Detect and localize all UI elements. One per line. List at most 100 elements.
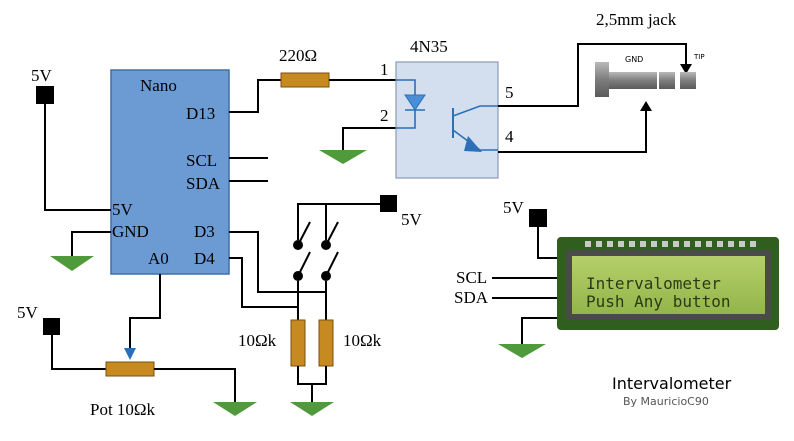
gnd-arrow — [640, 101, 652, 111]
opto-name: 4N35 — [410, 37, 448, 56]
lcd-pin — [585, 241, 591, 247]
lcd-pin — [673, 241, 679, 247]
lcd-scl-label: SCL — [456, 268, 487, 287]
jack-collar — [595, 62, 609, 97]
optocoupler-4n35: 4N35 1 2 5 4 — [380, 37, 514, 179]
resistor-10k-left-label: 10Ωk — [238, 331, 277, 350]
resistor-10k-right-body — [318, 319, 334, 367]
nano-pin-sda: SDA — [186, 174, 221, 193]
wire-5v-lcd — [537, 227, 560, 259]
nano-pin-d13: D13 — [186, 104, 215, 123]
wire-opto-pin5-tip — [498, 43, 687, 107]
power-5v-buttons-label: 5V — [401, 210, 423, 229]
wire-gnd-nano — [71, 231, 111, 256]
wire-d4 — [229, 257, 298, 308]
power-5v-pot-label: 5V — [17, 303, 39, 322]
jack-title: 2,5mm jack — [596, 10, 677, 29]
jack-tip — [680, 72, 696, 89]
jack-sleeve — [609, 72, 657, 89]
nano-pin-d3: D3 — [194, 222, 215, 241]
jack-tip-label: TIP — [693, 53, 705, 61]
lcd-pin — [750, 241, 756, 247]
credit-author: By MauricioC90 — [623, 395, 709, 408]
lcd-pin — [640, 241, 646, 247]
lcd-pin — [651, 241, 657, 247]
wire-d3 — [229, 231, 326, 293]
ground-symbol-nano — [50, 256, 94, 271]
opto-led-diode — [404, 94, 426, 111]
tip-arrow — [680, 64, 692, 74]
wire-5v-nano — [44, 104, 111, 211]
power-5v-buttons-terminal — [380, 195, 397, 212]
ground-symbol-opto — [319, 150, 367, 164]
lcd-pin — [662, 241, 668, 247]
lcd-pin — [706, 241, 712, 247]
lcd-pin — [618, 241, 624, 247]
wire-pot-gnd — [154, 368, 236, 402]
lcd-pin — [607, 241, 613, 247]
resistor-10k-right-label: 10Ωk — [343, 331, 382, 350]
opto-body — [395, 61, 499, 179]
nano-pin-a0: A0 — [148, 249, 169, 268]
arduino-nano: Nano D13 SCL SDA 5V GND D3 A0 D4 — [110, 69, 230, 275]
potentiometer: Pot 10Ωk — [90, 361, 156, 419]
lcd-sda-label: SDA — [454, 288, 489, 307]
nano-title: Nano — [140, 76, 177, 95]
wire-d13 — [229, 79, 281, 113]
pushbutton-left — [293, 221, 311, 281]
resistor-220: 220Ω — [279, 46, 330, 88]
resistor-10k-left-body — [290, 319, 306, 367]
jack-ring — [659, 72, 675, 89]
lcd-screen — [572, 256, 765, 314]
lcd-pin — [739, 241, 745, 247]
lcd-pin — [629, 241, 635, 247]
lcd-pin — [717, 241, 723, 247]
lcd-pin — [695, 241, 701, 247]
opto-pin4-label: 4 — [505, 127, 514, 146]
wire-lcd-gnd — [521, 317, 560, 344]
ground-symbol-pot — [213, 402, 257, 416]
lcd-line-1: Intervalometer — [586, 274, 721, 293]
resistor-10k-left: 10Ωk — [238, 319, 306, 367]
opto-transistor-emitter-arrow — [464, 136, 482, 152]
power-5v-lcd-terminal — [529, 209, 547, 227]
lcd-pin — [728, 241, 734, 247]
jack-2-5mm: 2,5mm jack GND TIP — [595, 10, 705, 97]
wire-opto-pin2-gnd — [342, 127, 396, 150]
wire-a0-wiper — [129, 274, 161, 350]
resistor-220-body — [280, 72, 330, 88]
ground-symbol-buttons — [290, 402, 334, 416]
resistor-10k-right: 10Ωk — [318, 319, 382, 367]
pot-wiper-arrow — [124, 348, 136, 360]
power-5v-nano: 5V — [31, 66, 111, 211]
wire-opto-pin4-gnd — [498, 105, 647, 153]
nano-pin-d4: D4 — [194, 249, 215, 268]
power-5v-lcd: 5V — [503, 198, 547, 227]
wire-resistors-join — [297, 366, 327, 385]
nano-pin-gnd: GND — [112, 222, 149, 241]
power-5v-pot: 5V — [17, 303, 60, 335]
lcd-module: Intervalometer Push Any button — [557, 237, 779, 330]
nano-pin-5v: 5V — [112, 200, 134, 219]
lcd-pin — [684, 241, 690, 247]
lcd-pin — [596, 241, 602, 247]
power-5v-buttons: 5V — [380, 195, 423, 229]
credit-title: Intervalometer — [612, 374, 732, 393]
opto-pin1-label: 1 — [380, 60, 389, 79]
pushbutton-right — [321, 221, 339, 281]
opto-transistor-collector — [452, 105, 498, 117]
resistor-220-label: 220Ω — [279, 46, 317, 65]
pot-body — [105, 361, 155, 377]
lcd-line-2: Push Any button — [586, 292, 731, 311]
nano-body — [110, 69, 230, 275]
opto-pin2-label: 2 — [380, 106, 389, 125]
power-5v-lcd-label: 5V — [503, 198, 525, 217]
nano-pin-scl: SCL — [186, 151, 217, 170]
wire-5v-button-left — [297, 203, 380, 240]
power-5v-nano-label: 5V — [31, 66, 53, 85]
power-5v-pot-terminal — [43, 318, 60, 335]
wire-5v-pot — [51, 335, 106, 370]
opto-pin5-label: 5 — [505, 83, 514, 102]
ground-symbol-lcd — [498, 344, 546, 358]
